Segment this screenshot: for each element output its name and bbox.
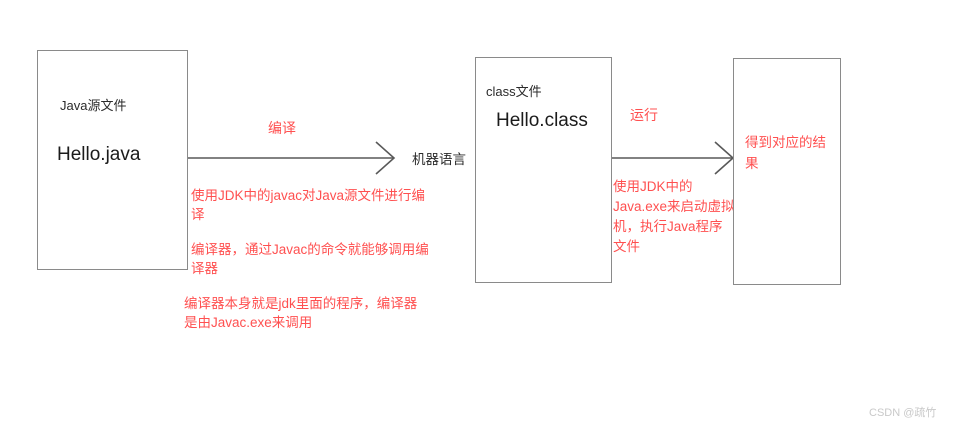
class-file-filename: Hello.class [496,110,588,131]
class-file-box [475,57,612,283]
run-arrow-label: 运行 [630,107,658,123]
compile-arrow-label: 编译 [268,120,296,136]
compile-note-1: 使用JDK中的javac对Java源文件进行编译 [191,188,426,222]
class-file-title: class文件 [486,84,542,99]
compile-note-2: 编译器，通过Javac的命令就能够调用编译器 [191,242,429,276]
csdn-watermark: CSDN @疏竹 [869,407,937,419]
compile-note-3: 编译器本身就是jdk里面的程序，编译器是由Javac.exe来调用 [184,296,418,330]
java-source-title: Java源文件 [60,98,127,113]
result-text: 得到对应的结果 [745,135,826,171]
java-source-filename: Hello.java [57,144,141,165]
java-source-box [37,50,188,270]
result-box [733,58,841,285]
machine-language-label: 机器语言 [412,152,466,167]
compile-arrow [188,141,396,175]
run-note-1: 使用JDK中的Java.exe来启动虚拟机，执行Java程序文件 [613,179,735,254]
run-arrow [612,141,735,175]
